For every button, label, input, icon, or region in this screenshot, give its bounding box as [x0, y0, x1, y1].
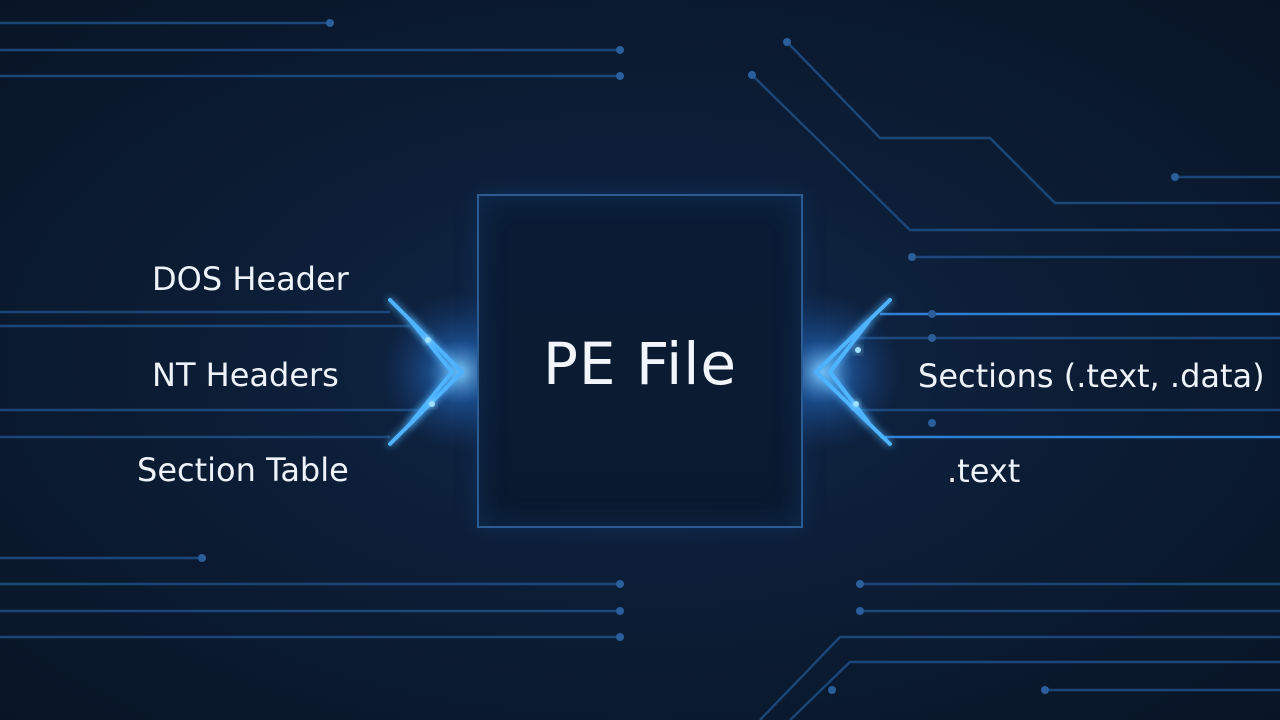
bottom-right-traces	[759, 580, 1280, 720]
top-right-traces	[748, 38, 1280, 261]
right-middle-traces	[850, 310, 1280, 439]
left-arrow-icon	[383, 298, 468, 446]
bottom-left-traces	[0, 554, 624, 641]
sections-label: Sections (.text, .data)	[918, 357, 1265, 395]
dos-header-label: DOS Header	[152, 260, 349, 298]
left-middle-traces	[0, 310, 420, 439]
pe-file-title: PE File	[542, 330, 738, 398]
section-table-label: Section Table	[137, 451, 349, 489]
text-section-label: .text	[947, 452, 1021, 490]
pe-file-box	[477, 194, 803, 528]
right-arrow-icon	[810, 298, 897, 446]
nt-headers-label: NT Headers	[152, 356, 339, 394]
top-left-traces	[0, 19, 624, 80]
